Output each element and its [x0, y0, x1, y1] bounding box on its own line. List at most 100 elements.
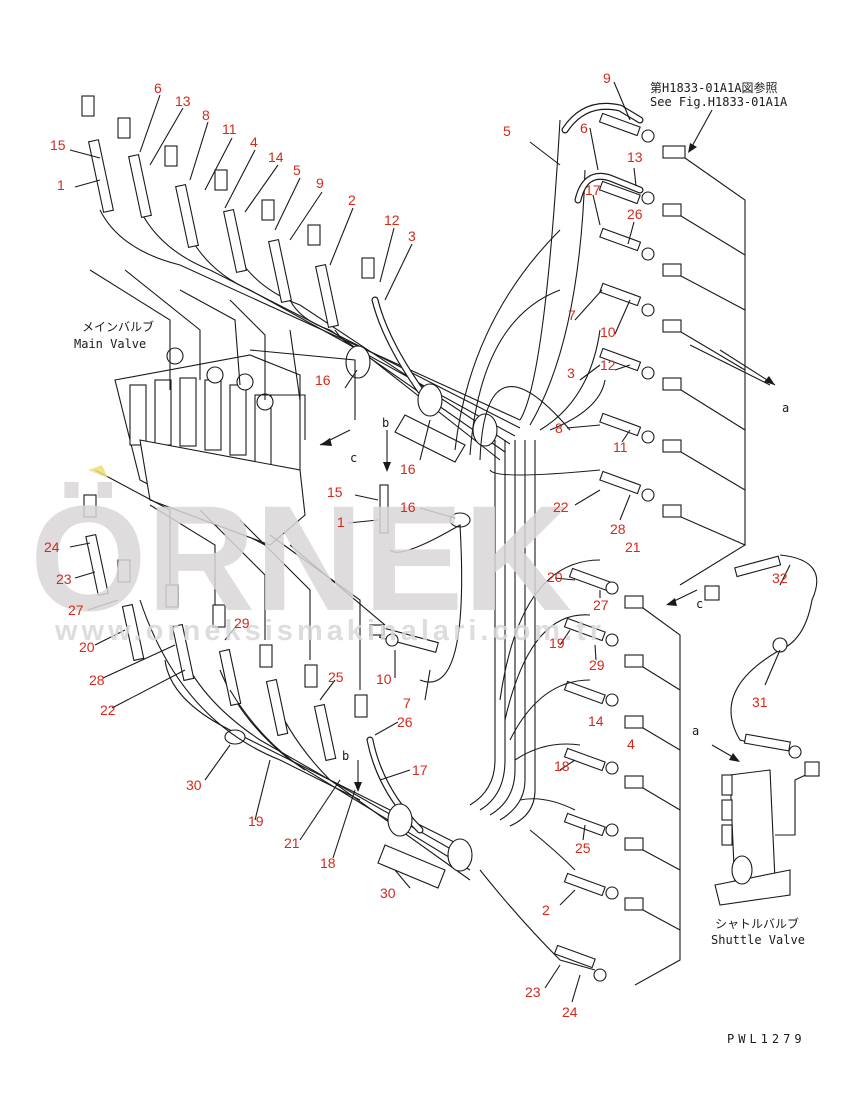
- watermark-url: www.orneksismakinalari.com.tr: [54, 615, 605, 647]
- right-lower-hoses: [499, 559, 681, 986]
- see-fig-jp: 第H1833-01A1A図参照: [650, 80, 777, 95]
- callout: 16: [400, 461, 416, 477]
- callout: 13: [175, 93, 191, 109]
- callout: 31: [752, 694, 768, 710]
- callout: 3: [408, 228, 416, 244]
- callout: 21: [625, 539, 641, 555]
- shuttle-valve: [714, 761, 820, 906]
- callout: 10: [376, 671, 392, 687]
- callout: 9: [603, 70, 611, 86]
- watermark: ÖRNEK www.orneksismakinalari.com.tr: [30, 465, 605, 647]
- callout: 12: [384, 212, 400, 228]
- callout: 30: [186, 777, 202, 793]
- shuttle-valve-jp: シャトルバルブ: [715, 916, 799, 931]
- callout: 6: [154, 80, 162, 96]
- right-upper-hoses: [561, 102, 771, 586]
- hose-1-mid: [389, 524, 463, 683]
- hose-31-32: [704, 554, 818, 759]
- callout: 18: [554, 758, 570, 774]
- drawing-code: PWL1279: [727, 1032, 806, 1046]
- callout: 21: [284, 835, 300, 851]
- callout: 22: [100, 702, 116, 718]
- left-lower-hose-fittings: [83, 494, 439, 801]
- callout: 13: [627, 149, 643, 165]
- callout: 14: [588, 713, 604, 729]
- callout: 2: [348, 192, 356, 208]
- callout: 5: [293, 162, 301, 178]
- callout: 19: [248, 813, 264, 829]
- hose-bundle-lower: [164, 649, 607, 982]
- callouts: 15 1 6 13 8 11 4 14 5 9 2 12 3 16 16 16 …: [44, 70, 788, 1020]
- callout: 7: [403, 695, 411, 711]
- callout: 30: [380, 885, 396, 901]
- callout: 3: [567, 365, 575, 381]
- callout: 17: [585, 182, 601, 198]
- callout: 23: [525, 984, 541, 1000]
- callout: 20: [547, 569, 563, 585]
- see-fig-en: See Fig.H1833-01A1A: [650, 95, 788, 109]
- vertical-tubes: [454, 119, 606, 827]
- valve-lower-connections: [94, 469, 386, 690]
- callout: 27: [593, 597, 609, 613]
- callout: 24: [44, 539, 60, 555]
- callout: 25: [328, 669, 344, 685]
- callout: 2: [542, 902, 550, 918]
- callout: 17: [412, 762, 428, 778]
- watermark-brand: ÖRNEK: [30, 474, 572, 642]
- callout: 11: [613, 439, 628, 455]
- callout: 28: [610, 521, 626, 537]
- marker-a-bottom: a: [692, 724, 699, 738]
- callout: 8: [555, 420, 563, 436]
- callout: 19: [549, 635, 565, 651]
- callout: 26: [627, 206, 643, 222]
- callout: 12: [600, 357, 616, 373]
- callout: 28: [89, 672, 105, 688]
- main-valve-en: Main Valve: [74, 337, 146, 351]
- callout: 4: [250, 134, 258, 150]
- main-valve-jp: メインバルブ: [82, 319, 154, 334]
- callout: 29: [589, 657, 605, 673]
- clamp-plates: [345, 345, 498, 463]
- callout: 15: [50, 137, 66, 153]
- watermark-accent-icon: [88, 465, 108, 478]
- callout: 25: [575, 840, 591, 856]
- callout: 7: [568, 307, 576, 323]
- callout: 23: [56, 571, 72, 587]
- callout: 4: [627, 736, 635, 752]
- callout: 18: [320, 855, 336, 871]
- callout: 11: [222, 121, 237, 137]
- callout: 16: [400, 499, 416, 515]
- callout: 10: [600, 324, 616, 340]
- callout: 5: [503, 123, 511, 139]
- marker-a-top: a: [782, 401, 789, 415]
- callout: 24: [562, 1004, 578, 1020]
- callout: 14: [268, 149, 284, 165]
- callout: 32: [772, 570, 788, 586]
- callout: 1: [337, 514, 345, 530]
- callout: 22: [553, 499, 569, 515]
- marker-b-top: b: [382, 416, 389, 430]
- callout: 20: [79, 639, 95, 655]
- direction-arrows: [319, 109, 776, 792]
- callout: 9: [316, 175, 324, 191]
- main-valve-block: [89, 269, 356, 546]
- marker-b-bottom: b: [342, 749, 349, 763]
- clamp-30-left: [224, 729, 246, 745]
- callout: 27: [68, 602, 84, 618]
- leader-lines: [69, 81, 791, 1003]
- callout: 26: [397, 714, 413, 730]
- callout: 16: [315, 372, 331, 388]
- callout: 6: [580, 120, 588, 136]
- callout: 15: [327, 484, 343, 500]
- callout: 8: [202, 107, 210, 123]
- notes: 第H1833-01A1A図参照 See Fig.H1833-01A1A メインバ…: [74, 80, 806, 1046]
- callout: 1: [57, 177, 65, 193]
- left-upper-hose-fittings: [81, 95, 375, 329]
- marker-c-left: c: [350, 451, 357, 465]
- marker-c-right: c: [696, 597, 703, 611]
- drawing-lines: [69, 81, 820, 1003]
- callout: 29: [234, 615, 250, 631]
- hose-15-mid: [379, 484, 389, 534]
- shuttle-valve-en: Shuttle Valve: [711, 933, 805, 947]
